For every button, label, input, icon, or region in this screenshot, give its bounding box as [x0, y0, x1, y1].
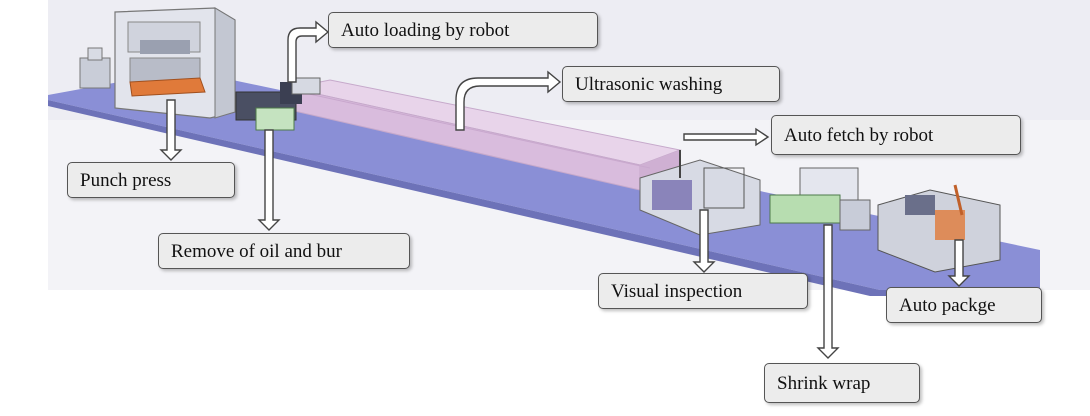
label-punch-press: Punch press [67, 162, 235, 198]
arrow-auto-package [947, 239, 971, 287]
packaging-cell [877, 184, 1001, 273]
callout-arrows [159, 20, 971, 359]
floor-plate [48, 70, 1040, 290]
punch-press-machine [79, 7, 236, 119]
loading-station [235, 77, 321, 131]
shrink-wrap-machine [769, 167, 871, 231]
arrow-ultrasonic [455, 70, 562, 131]
arrow-shrink-wrap [816, 224, 840, 359]
label-shrink-wrap: Shrink wrap [764, 363, 920, 403]
arrow-remove-oil [257, 129, 281, 231]
arrow-punch-press [159, 99, 183, 161]
arrow-auto-fetch [683, 127, 770, 147]
label-ultrasonic-washing: Ultrasonic washing [562, 66, 780, 102]
label-auto-loading: Auto loading by robot [328, 12, 598, 48]
label-auto-fetch: Auto fetch by robot [771, 115, 1021, 155]
label-remove-oil: Remove of oil and bur [158, 233, 410, 269]
label-visual-inspection: Visual inspection [598, 273, 808, 309]
inspection-cell [639, 150, 761, 236]
label-auto-package: Auto packge [886, 287, 1042, 323]
arrow-auto-loading [287, 20, 330, 83]
arrow-visual-inspection [692, 209, 716, 273]
